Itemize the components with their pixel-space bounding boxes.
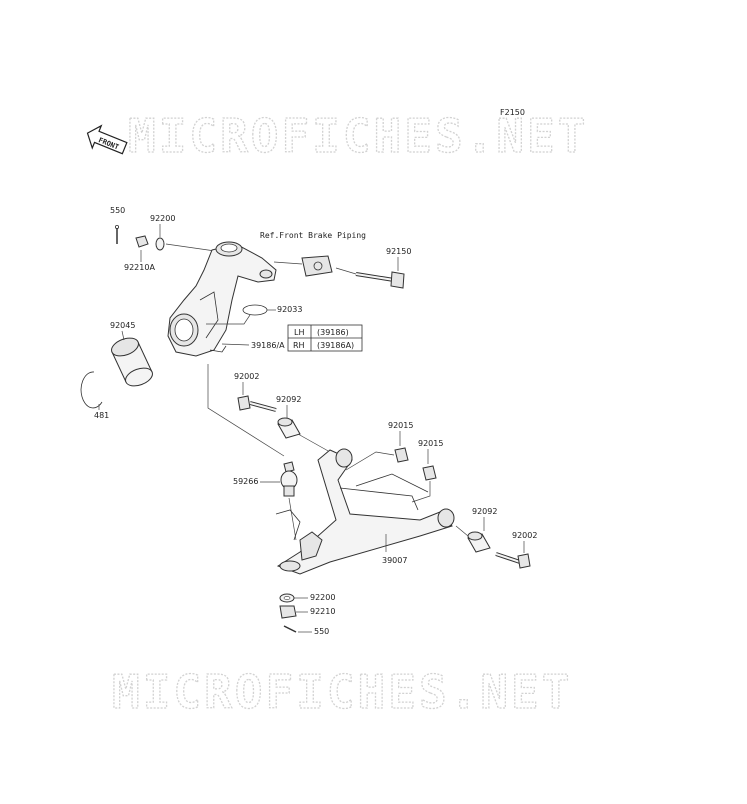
- label-550-top: 550: [110, 206, 125, 215]
- cotter-pin-bottom: [283, 625, 297, 633]
- bearing-92045: [111, 337, 153, 387]
- nut-92210a: [135, 235, 149, 248]
- a-arm-39007: [275, 448, 455, 575]
- reference-note: Ref.Front Brake Piping: [260, 231, 366, 240]
- label-550-bottom: 550: [314, 627, 329, 636]
- label-92002-bottom: 92002: [512, 531, 537, 540]
- label-92015-b: 92015: [418, 439, 443, 448]
- watermark-top: MICROFICHES.NET: [128, 109, 588, 163]
- label-92210: 92210: [310, 607, 335, 616]
- oring-92033: [242, 304, 268, 316]
- table-side-rh: RH: [293, 341, 305, 350]
- side-table: LH (39186) RH (39186A): [287, 324, 363, 352]
- label-92210a: 92210A: [124, 263, 155, 272]
- steering-knuckle: [167, 241, 277, 357]
- ball-joint-59266: [280, 461, 298, 497]
- label-92092-bottom: 92092: [472, 507, 497, 516]
- label-92200-bottom: 92200: [310, 593, 335, 602]
- label-92092-top: 92092: [276, 395, 301, 404]
- bushing-92092-top: [277, 417, 301, 439]
- label-92150: 92150: [386, 247, 411, 256]
- bushing-92092-bottom: [467, 531, 491, 553]
- label-92033: 92033: [277, 305, 302, 314]
- diagram-code: F2150: [500, 108, 525, 117]
- bolt-92002-top: [237, 395, 277, 412]
- nut-92015-b: [422, 465, 437, 481]
- table-side-lh: LH: [294, 328, 304, 337]
- label-39186a: 39186/A: [251, 341, 285, 350]
- nut-92210: [279, 605, 297, 619]
- cotter-pin-top: [115, 224, 120, 244]
- table-part-rh: (39186A): [317, 341, 354, 350]
- label-92200-top: 92200: [150, 214, 175, 223]
- label-92015-a: 92015: [388, 421, 413, 430]
- table-part-lh: (39186): [317, 328, 349, 337]
- label-481: 481: [94, 411, 109, 420]
- bolt-92002-bottom: [495, 552, 531, 569]
- label-39007: 39007: [382, 556, 407, 565]
- brake-piping-clamp: [273, 255, 333, 277]
- label-59266: 59266: [233, 477, 258, 486]
- watermark-bottom: MICROFICHES.NET: [112, 665, 572, 719]
- nut-92015-a: [394, 447, 409, 463]
- bolt-92150: [355, 271, 405, 289]
- snap-ring-481: [80, 371, 103, 409]
- label-92045: 92045: [110, 321, 135, 330]
- label-92002-top: 92002: [234, 372, 259, 381]
- washer-92200-top: [155, 237, 165, 251]
- front-arrow-icon: FRONT: [86, 124, 128, 155]
